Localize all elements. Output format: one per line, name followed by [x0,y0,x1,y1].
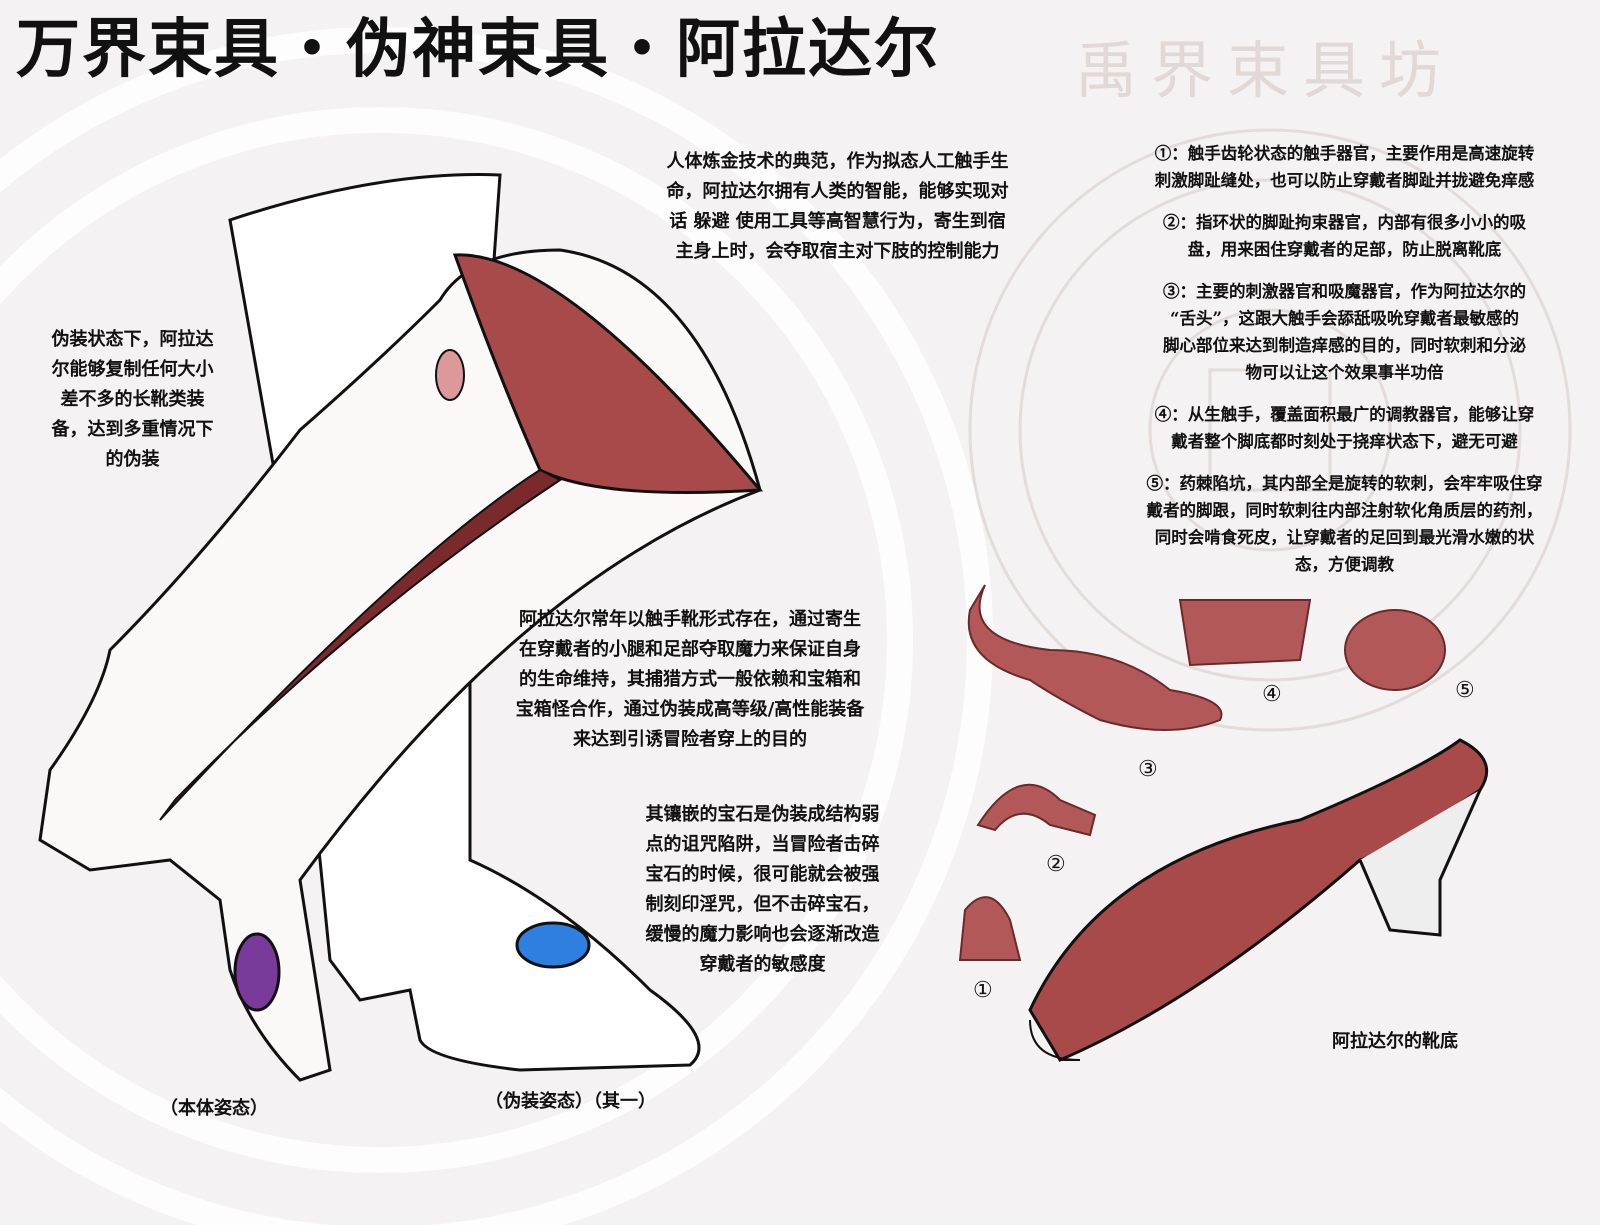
text-line: ①：触手齿轮状态的触手器官，主要作用是高速旋转 [1154,144,1535,163]
text-line: 话 躲避 使用工具等高智慧行为，寄生到宿 [669,211,1006,232]
text-line: 同时会啃食死皮，让穿戴者的足回到最光滑水嫩的状 [1154,528,1535,547]
text-line: 物可以让这个效果事半功倍 [1245,363,1444,382]
disguise-paragraph: 伪装状态下，阿拉达 尔能够复制任何大小 差不多的长靴类装 备，达到多重情况下 的… [35,325,230,475]
text-line: “舌头”，这跟大触手会舔舐吸吮穿戴者最敏感的 [1170,309,1519,328]
organ-3-tongue [967,584,1223,731]
organ-5-description: ⑤：药棘陷坑，其内部全是旋转的软刺，会牢牢吸住穿 戴者的脚跟，同时软刺往内部注射… [1122,470,1567,578]
mouth-slit [159,468,562,821]
seal-watermark [968,128,1572,732]
label-true-form: （本体姿态） [160,1098,268,1119]
text-line: 人体炼金技术的典范，作为拟态人工触手生 [666,151,1009,172]
text-line: 备，达到多重情况下 [51,419,214,440]
text-line: 戴者的脚跟，同时软刺往内部注射软化角质层的药剂， [1146,501,1543,520]
text-line: 的生命维持，其捕猎方式一般依赖和宝箱和 [519,669,861,690]
organ-descriptions: ①：触手齿轮状态的触手器官，主要作用是高速旋转 刺激脚趾缝处，也可以防止穿戴者脚… [1122,140,1567,593]
text-line: 宝石的时候，很可能就会被强 [645,864,880,885]
organ-2-description: ②：指环状的脚趾拘束器官，内部有很多小小的吸 盘，用来困住穿戴者的足部，防止脱离… [1122,209,1567,263]
organ-number-1: ① [973,978,993,1003]
text-line: 来达到引诱冒险者穿上的目的 [573,729,807,750]
gem-paragraph: 其镶嵌的宝石是伪装成结构弱 点的诅咒陷阱，当冒险者击碎 宝石的时候，很可能就会被… [625,800,900,980]
text-line: 尔能够复制任何大小 [51,359,214,380]
label-sole: 阿拉达尔的靴底 [1332,1031,1458,1052]
text-line: 刺激脚趾缝处，也可以防止穿戴者脚趾并拢避免痒感 [1154,171,1535,190]
text-line: 的伪装 [105,449,160,470]
organ-number-4: ④ [1262,682,1282,707]
text-line: 戴者整个脚底都时刻处于挠痒状态下，避无可避 [1171,432,1518,451]
text-line: ⑤：药棘陷坑，其内部全是旋转的软刺，会牢牢吸住穿 [1146,474,1543,493]
text-line: 缓慢的魔力影响也会逐渐改造 [645,924,880,945]
sole-heel [1358,789,1482,937]
text-line: ②：指环状的脚趾拘束器官，内部有很多小小的吸 [1163,213,1526,232]
text-line: 盘，用来困住穿戴者的足部，防止脱离靴底 [1187,240,1502,259]
intro-paragraph: 人体炼金技术的典范，作为拟态人工触手生 命，阿拉达尔拥有人类的智能，能够实现对 … [640,147,1035,267]
organ-4-description: ④：从生触手，覆盖面积最广的调教器官，能够让穿 戴者整个脚底都时刻处于挠痒状态下… [1122,401,1567,455]
organ-2-ring [976,783,1097,837]
true-form-boot [38,248,764,1082]
text-line: 态，方便调教 [1295,555,1394,574]
organ-3-description: ③：主要的刺激器官和吸魔器官，作为阿拉达尔的 “舌头”，这跟大触手会舔舐吸吮穿戴… [1122,278,1567,386]
existence-paragraph: 阿拉达尔常年以触手靴形式存在，通过寄生 在穿戴者的小腿和足部夺取魔力来保证自身 … [485,605,895,755]
text-line: 制刻印淫咒，但不击碎宝石， [645,894,880,915]
watermark-text: 禹界束具坊 [1075,34,1456,107]
blue-gem [515,921,591,969]
text-line: ④：从生触手，覆盖面积最广的调教器官，能够让穿 [1154,405,1535,424]
text-line: 在穿戴者的小腿和足部夺取魔力来保证自身 [519,639,861,660]
eye [435,349,465,401]
text-line: 主身上时，会夺取宿主对下肢的控制能力 [675,241,1000,262]
organ-4-tentacles [1178,599,1312,667]
text-line: 命，阿拉达尔拥有人类的智能，能够实现对 [666,181,1009,202]
organ-number-5: ⑤ [1455,678,1475,703]
organ-number-2: ② [1046,852,1066,877]
text-line: 其镶嵌的宝石是伪装成结构弱 [645,804,880,825]
tentacle-interior [452,253,764,494]
organ-parts [958,584,1489,1062]
text-line: 宝箱怪合作，通过伪装成高等级/高性能装备 [515,699,865,720]
text-line: 穿戴者的敏感度 [699,954,826,975]
purple-gem [233,932,281,1012]
text-line: 脚心部位来达到制造痒感的目的，同时软刺和分泌 [1163,336,1526,355]
text-line: ③：主要的刺激器官和吸魔器官，作为阿拉达尔的 [1163,282,1526,301]
organ-5-pit [1344,609,1446,691]
text-line: 差不多的长靴类装 [60,389,205,410]
text-line: 阿拉达尔常年以触手靴形式存在，通过寄生 [519,609,861,630]
organ-1-gear [958,896,1022,961]
organ-number-3: ③ [1138,757,1158,782]
label-disguise-form: （伪装姿态）（其一） [485,1091,656,1112]
boot-sole [1028,738,1489,1062]
organ-1-description: ①：触手齿轮状态的触手器官，主要作用是高速旋转 刺激脚趾缝处，也可以防止穿戴者脚… [1122,140,1567,194]
text-line: 伪装状态下，阿拉达 [51,329,214,350]
page-title: 万界束具・伪神束具・阿拉达尔 [16,12,940,87]
text-line: 点的诅咒陷阱，当冒险者击碎 [645,834,880,855]
